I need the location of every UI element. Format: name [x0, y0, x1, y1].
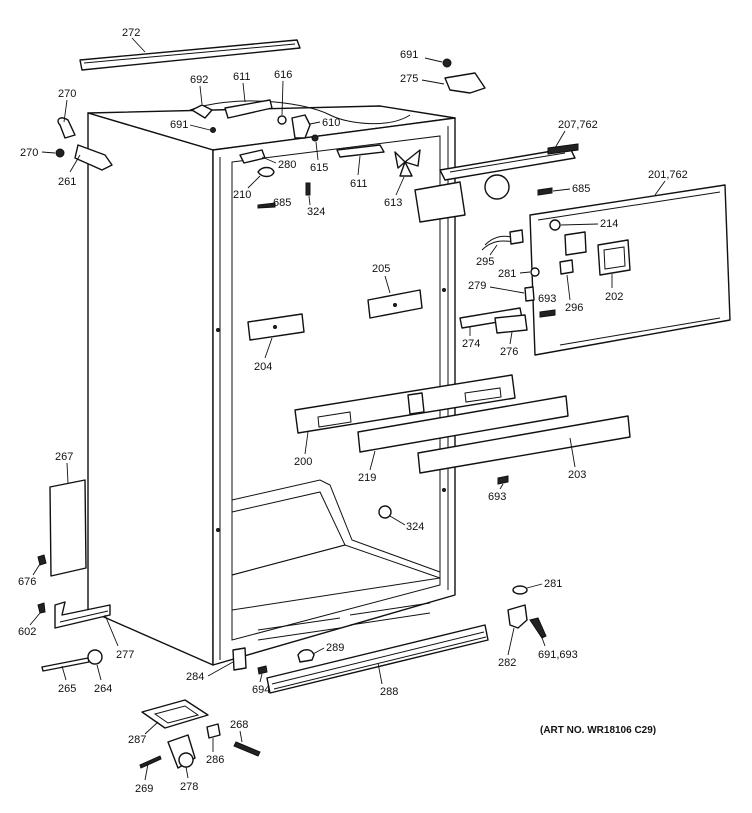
part-204-bracket: 204	[247, 313, 305, 373]
label-324a: 324	[307, 206, 325, 218]
label-691a: 691	[400, 49, 418, 61]
label-295: 295	[476, 256, 494, 268]
part-267-panel: 267 676	[18, 451, 87, 588]
label-205: 205	[372, 263, 390, 275]
label-202: 202	[605, 291, 623, 303]
label-210: 210	[233, 189, 251, 201]
label-616: 616	[274, 69, 292, 81]
label-219: 219	[358, 472, 376, 484]
label-270a: 270	[58, 88, 76, 100]
part-277-bracket: 602 277	[18, 601, 134, 661]
part-288-kick-grille: 288	[266, 624, 489, 698]
label-692: 692	[190, 74, 208, 86]
part-group-top-controls: 692 611 616 610 615 691 280 210 685 324	[170, 69, 340, 218]
label-207-762: 207,762	[558, 119, 598, 131]
label-269: 269	[135, 783, 153, 795]
label-693a: 693	[538, 293, 556, 305]
label-610: 610	[322, 117, 340, 129]
label-277: 277	[116, 649, 134, 661]
label-282: 282	[498, 657, 516, 669]
label-204: 204	[254, 361, 272, 373]
label-296: 296	[565, 302, 583, 314]
part-284-694-grille-hardware: 284 694 289	[186, 642, 344, 696]
part-201-762-control-panel: 214 202 296 201,762	[529, 169, 731, 356]
label-214: 214	[600, 218, 618, 230]
label-287: 287	[128, 734, 146, 746]
part-275-bracket: 691 275	[400, 49, 486, 94]
part-203-rail: 203 693	[417, 415, 631, 503]
label-261: 261	[58, 176, 76, 188]
label-611a: 611	[233, 71, 251, 83]
label-279: 279	[468, 280, 486, 292]
label-203: 203	[568, 469, 586, 481]
label-278: 278	[180, 781, 198, 793]
part-265-264-leveler: 265 264	[41, 649, 112, 695]
label-281b: 281	[544, 578, 562, 590]
label-602: 602	[18, 626, 36, 638]
part-613-fan: 611 613	[336, 144, 421, 209]
label-691-693: 691,693	[538, 649, 578, 661]
part-268-screw: 268	[230, 719, 261, 757]
label-274: 274	[462, 338, 480, 350]
label-281a: 281	[498, 268, 516, 280]
label-691b: 691	[170, 119, 188, 131]
label-685b: 685	[572, 183, 590, 195]
part-287-caster-plate: 287	[128, 699, 209, 746]
label-270b: 270	[20, 147, 38, 159]
label-268: 268	[230, 719, 248, 731]
label-289: 289	[326, 642, 344, 654]
label-200: 200	[294, 456, 312, 468]
part-207-762-housing: 207,762 685	[414, 119, 598, 223]
label-693b: 693	[488, 491, 506, 503]
label-694: 694	[252, 684, 270, 696]
label-676: 676	[18, 576, 36, 588]
label-613: 613	[384, 197, 402, 209]
label-280: 280	[278, 159, 296, 171]
part-282-bracket: 281 282 691,693	[498, 578, 578, 669]
part-219-rail: 219	[357, 395, 569, 484]
art-number: (ART NO. WR18106 C29)	[540, 725, 656, 736]
label-201-762: 201,762	[648, 169, 688, 181]
label-264: 264	[94, 683, 112, 695]
label-615: 615	[310, 162, 328, 174]
label-611b: 611	[350, 178, 368, 190]
part-205-bracket: 205	[367, 263, 423, 319]
part-272-top-trim: 272	[79, 27, 301, 71]
label-286: 286	[206, 754, 224, 766]
part-group-panel-hardware: 295 281 279 693 274 276	[459, 229, 556, 358]
label-324b: 324	[406, 521, 424, 533]
label-272: 272	[122, 27, 140, 39]
label-685a: 685	[273, 197, 291, 209]
label-288: 288	[380, 686, 398, 698]
part-269-pin: 269	[135, 755, 162, 795]
label-265: 265	[58, 683, 76, 695]
part-261-hinge: 270 270 261	[20, 88, 113, 188]
label-267: 267	[55, 451, 73, 463]
part-286-spacer: 286	[206, 723, 224, 766]
part-200-divider: 200	[294, 374, 516, 468]
part-324-lower: 324	[378, 505, 424, 533]
cabinet	[87, 100, 456, 666]
label-284: 284	[186, 671, 204, 683]
label-276: 276	[500, 346, 518, 358]
label-275: 275	[400, 73, 418, 85]
part-278-roller: 278	[167, 734, 198, 793]
